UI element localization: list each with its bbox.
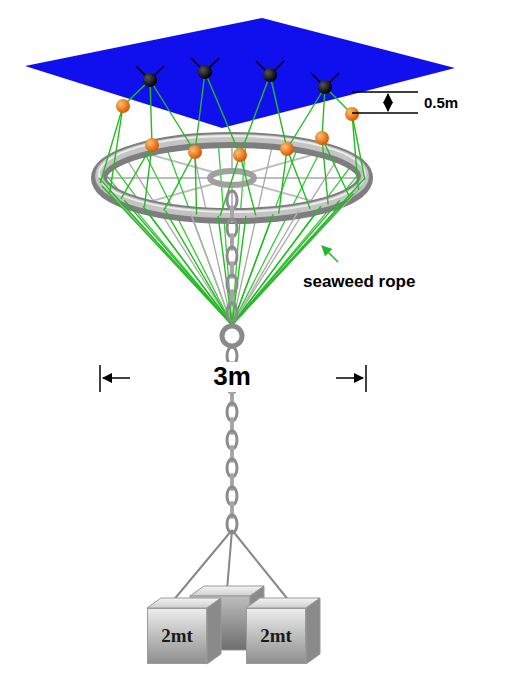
seaweed-rope [232, 206, 321, 325]
seaweed-rope [99, 178, 232, 325]
seaweed-rope [195, 152, 197, 215]
seaweed-rope [232, 200, 340, 325]
seaweed-rope [144, 145, 152, 207]
float-ring-highlight [99, 136, 365, 212]
seaweed-rope [322, 138, 349, 196]
seaweed-rope [240, 155, 256, 215]
black-buoy [198, 65, 212, 79]
block-weight: 2mt [161, 625, 193, 647]
seaweed-rope [218, 140, 232, 325]
ring-spoke [254, 177, 365, 179]
black-buoy [143, 73, 157, 87]
dimension-arrow [387, 94, 389, 111]
seaweed-rope [232, 186, 362, 325]
block-side [207, 598, 221, 664]
seaweed-rope [232, 163, 354, 325]
seaweed-rope [279, 149, 287, 214]
seaweed-rope [100, 106, 123, 183]
seaweed-rope [352, 114, 365, 180]
float-ring-highlight [99, 138, 365, 214]
seaweed-rope [166, 211, 233, 325]
orange-buoy [145, 138, 159, 152]
concrete-block: 2mt [246, 608, 306, 664]
leader-line [322, 246, 338, 262]
seaweed-rope [287, 149, 310, 209]
chain-link [227, 303, 237, 321]
seaweed-rope [232, 216, 246, 325]
seaweed-rope [164, 152, 195, 211]
raft-plane [25, 18, 455, 128]
dimension-group [100, 92, 418, 392]
seaweed-rope [99, 178, 232, 325]
block-group [147, 530, 320, 664]
black-buoy [263, 68, 277, 82]
orange-buoy [233, 148, 247, 162]
black-buoy [318, 80, 332, 94]
callout-label: seaweed rope [303, 272, 415, 292]
concrete-block: 2mt [147, 608, 207, 664]
orange-buoy [345, 107, 359, 121]
seaweed-rope [240, 75, 270, 155]
seaweed-rope [110, 106, 123, 193]
chain-ring [222, 326, 242, 346]
seaweed-rope [121, 145, 152, 199]
seaweed-rope [322, 87, 325, 138]
orange-buoy [188, 145, 202, 159]
seaweed-rope [205, 72, 240, 155]
seaweed-rope [143, 206, 232, 325]
dimension-tick [99, 365, 101, 392]
seaweed-rope [270, 75, 287, 149]
orange-buoy [315, 131, 329, 145]
dimension-tick [365, 365, 367, 392]
seaweed-rope [352, 114, 358, 190]
block-weight: 2mt [260, 625, 292, 647]
orange-buoy [280, 142, 294, 156]
seaweed-rope [232, 193, 354, 325]
dimension-label: 0.5m [424, 94, 458, 111]
dimension-line [352, 112, 418, 114]
seaweed-rope [195, 72, 205, 152]
orange-buoy [116, 99, 130, 113]
dimension-label: 3m [209, 362, 255, 392]
block-side [306, 598, 320, 664]
dimension-arrow [103, 377, 130, 379]
seaweed-rope [232, 211, 299, 325]
seaweed-rope [150, 80, 152, 145]
dimension-line [352, 91, 418, 93]
dimension-arrow [336, 377, 363, 379]
sling-wire [227, 530, 232, 590]
ring-spoke [99, 177, 210, 179]
